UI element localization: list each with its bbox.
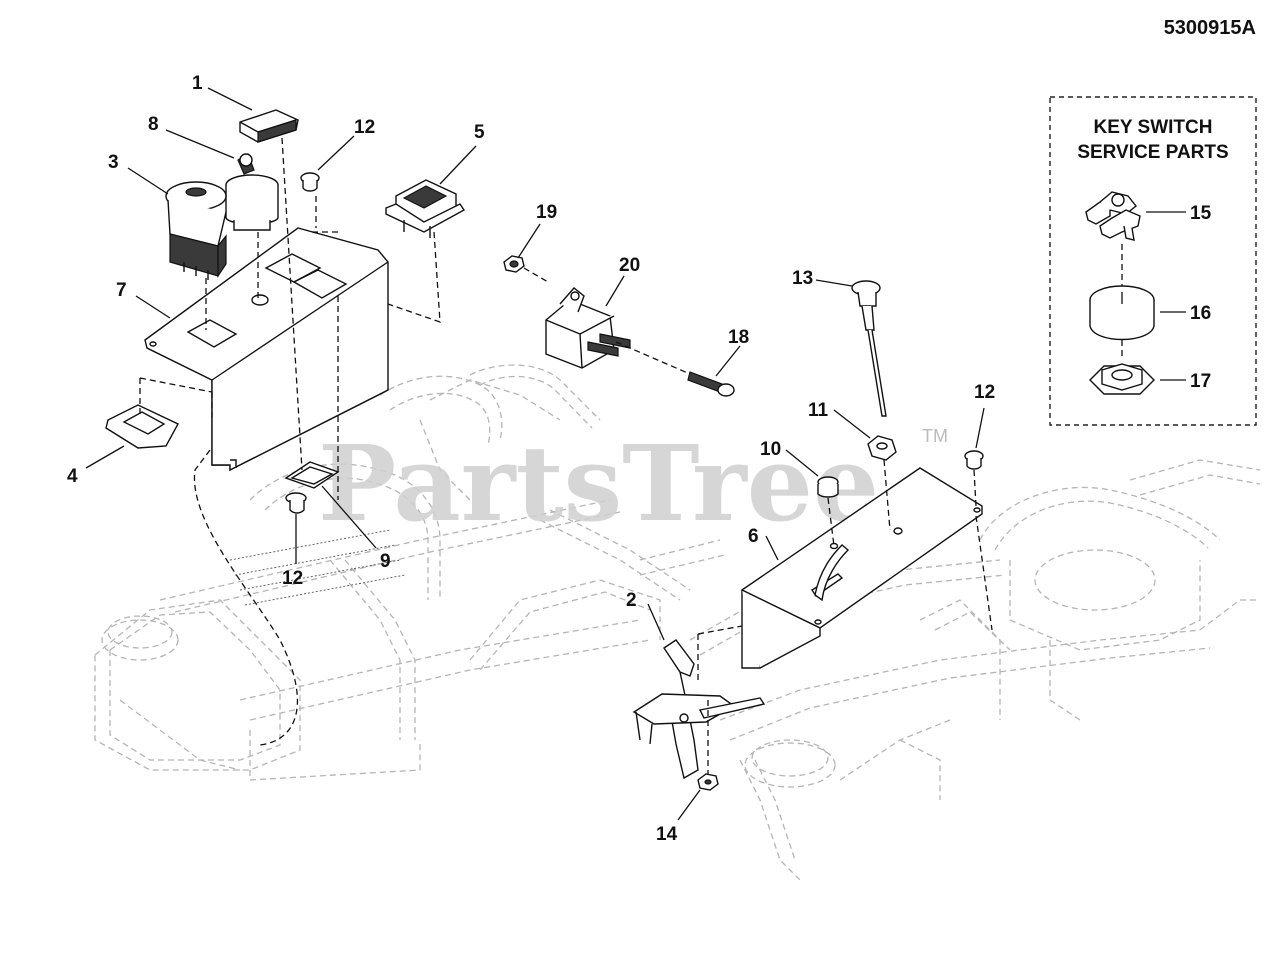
callout-20: 20	[619, 255, 640, 276]
drawing-number: 5300915A	[1164, 17, 1256, 39]
callout-8: 8	[148, 114, 159, 135]
callout-1: 1	[192, 73, 203, 94]
part-2-throttle-lever	[632, 639, 766, 780]
callout-7: 7	[116, 280, 127, 301]
part-12-screw-top	[300, 172, 320, 192]
part-12-screw-right	[964, 450, 984, 470]
part-11-nut	[867, 435, 897, 461]
part-15-keys	[1085, 191, 1141, 241]
callout-15: 15	[1190, 203, 1212, 224]
callout-5: 5	[474, 122, 485, 143]
callout-17: 17	[1190, 371, 1211, 392]
leader-lines	[85, 87, 1186, 821]
part-19-nut	[503, 255, 525, 273]
assembly-lines	[139, 137, 993, 774]
callout-13: 13	[792, 268, 813, 289]
dash-panel	[144, 227, 389, 472]
callout-12-lower-left: 12	[282, 568, 303, 589]
callout-10: 10	[760, 439, 781, 460]
part-18-bolt	[687, 371, 735, 397]
callout-4: 4	[67, 466, 78, 487]
part-1-cap	[239, 109, 299, 143]
callout-16: 16	[1190, 303, 1211, 324]
callout-3: 3	[108, 152, 119, 173]
part-16-key-switch-boot	[1089, 285, 1155, 341]
part-17-hex-nut	[1089, 363, 1155, 395]
tractor-frame-phantom	[94, 364, 1261, 881]
part-13-choke-cable	[851, 280, 887, 417]
part-4-gasket	[105, 404, 179, 449]
service-box-title-line1: KEY SWITCH	[1094, 117, 1213, 138]
callout-19: 19	[536, 202, 557, 223]
callout-14: 14	[656, 824, 678, 845]
callout-12-right: 12	[974, 382, 995, 403]
part-5-switch	[385, 179, 466, 238]
callout-6: 6	[748, 526, 759, 547]
watermark-text: PartsTree	[318, 422, 879, 545]
part-3-pto-switch	[165, 181, 227, 280]
key-switch-service-parts-box: KEY SWITCH SERVICE PARTS	[1049, 96, 1257, 426]
part-20-circuit-breaker	[545, 287, 631, 369]
part-10-bolt	[817, 476, 839, 498]
callout-12-top: 12	[354, 117, 375, 138]
callout-18: 18	[728, 327, 749, 348]
watermark: PartsTree TM	[318, 422, 948, 545]
part-14-nut	[697, 773, 719, 791]
service-box-title-line2: SERVICE PARTS	[1077, 142, 1228, 163]
callout-9: 9	[380, 551, 391, 572]
part-8-ignition-switch	[225, 153, 279, 231]
switch-bracket	[740, 467, 983, 669]
callouts: 1 8 3 12 5 7 4 12 9 19 20 18 13 11 10 12…	[67, 73, 1212, 845]
callout-11: 11	[808, 400, 829, 421]
callout-2: 2	[626, 590, 637, 611]
part-12-screw-lower-left	[285, 492, 307, 514]
watermark-trademark: TM	[922, 426, 948, 446]
